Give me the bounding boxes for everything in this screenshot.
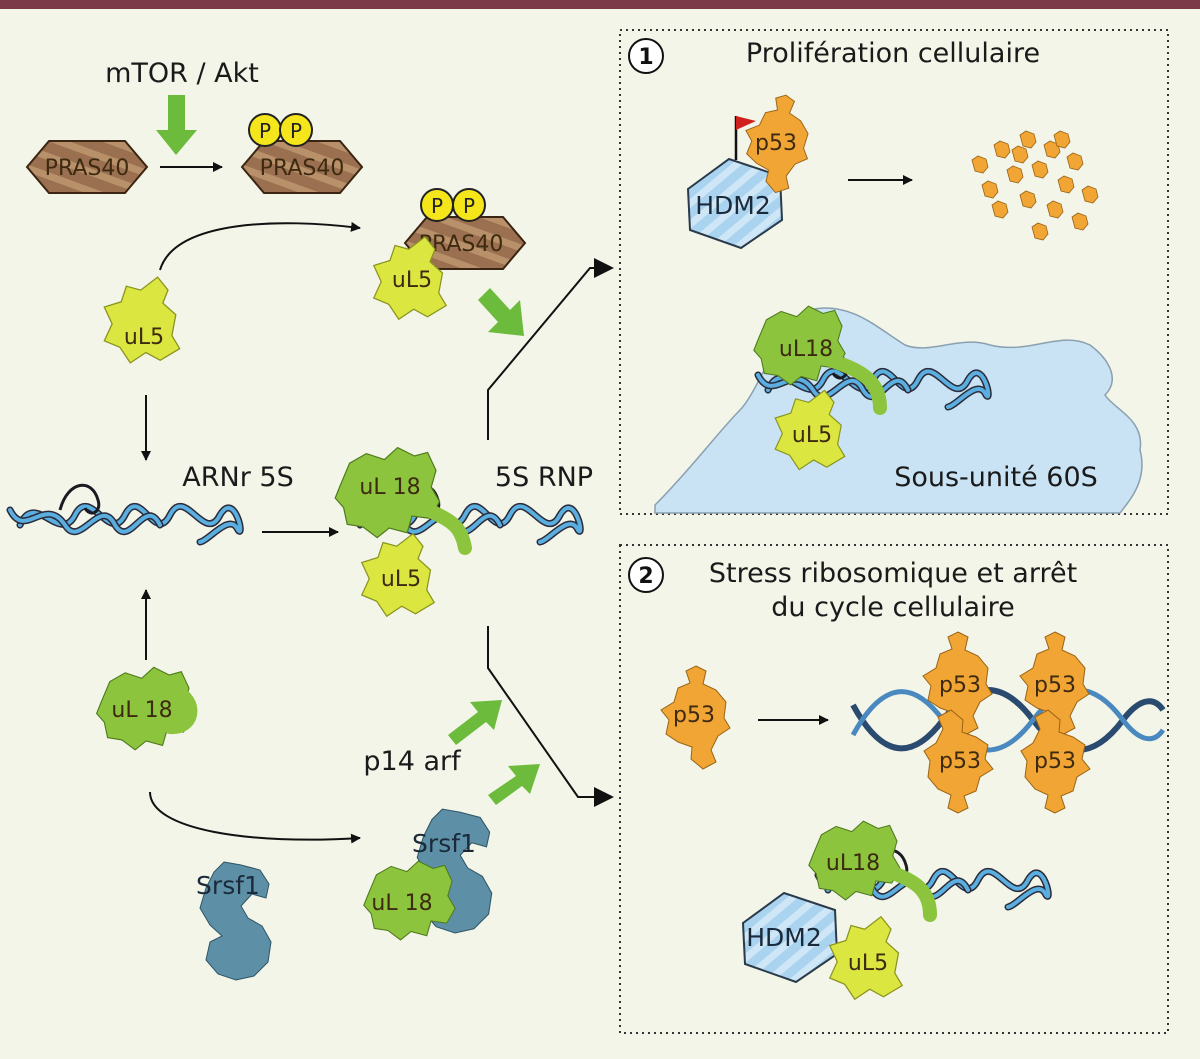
green-arrow-complex: [478, 288, 524, 336]
pras40-label: PRAS40: [45, 156, 130, 181]
p53-tetramer: [922, 631, 1091, 814]
panel-1-ul5-label: uL5: [792, 423, 832, 448]
panel-2-p53-free-label: p53: [673, 703, 715, 728]
panel-2-title-line2: du cycle cellulaire: [771, 592, 1014, 623]
p53-tetramer-label-3: p53: [939, 749, 981, 774]
green-arrow-p14-lower: [488, 764, 540, 805]
p53-tetramer-label-2: p53: [1034, 673, 1076, 698]
mtor-akt-label: mTOR / Akt: [105, 58, 259, 89]
phosphate-1: P: [248, 113, 282, 147]
complex-phosphate-2: P: [452, 188, 486, 222]
panel-2-number: 2: [638, 564, 653, 589]
p53-tetramer-label-4: p53: [1034, 749, 1076, 774]
rnp-ul5-label: uL5: [381, 567, 421, 592]
complex-ul18-label: uL 18: [371, 891, 432, 916]
arrow-ul5-to-complex: [159, 221, 361, 271]
rrna-5s: [10, 485, 240, 542]
panel-1-title: Prolifération cellulaire: [746, 38, 1040, 69]
panel-1-hdm2-label: HDM2: [695, 191, 771, 220]
pras40-phospho-label: PRAS40: [260, 156, 345, 181]
panel-2-hdm2-label: HDM2: [746, 923, 822, 952]
complex-phosphate-2-label: P: [463, 194, 475, 218]
phosphate-1-label: P: [259, 119, 271, 143]
phosphate-2-label: P: [290, 119, 302, 143]
ul5-free-label: uL5: [124, 325, 164, 350]
panel-2-ul5-label: uL5: [848, 951, 888, 976]
arrow-to-panel-2: [487, 626, 614, 807]
panel-2-title-line1: Stress ribosomique et arrêt: [709, 558, 1077, 589]
green-arrow-mtor: [156, 95, 197, 155]
panel-1-ul18-label: uL18: [779, 337, 833, 362]
panel-2-rnp: [808, 820, 1048, 1000]
p53-fragments: [971, 130, 1099, 241]
panel-1-rnp: [753, 305, 988, 471]
arrow-to-panel-1: [487, 258, 614, 440]
rrna-5s-label: ARNr 5S: [182, 462, 293, 493]
dna-helix: [853, 690, 1163, 750]
ul18-free-label: uL 18: [111, 698, 172, 723]
pras40-phospho-hexagon: PRAS40: [241, 140, 363, 194]
panel-1-number: 1: [638, 45, 653, 70]
panel-1-p53-label: p53: [755, 131, 797, 156]
arrow-to-srsf1-complex: [149, 791, 361, 844]
phosphate-2: P: [279, 113, 313, 147]
complex-phosphate-1: P: [420, 188, 454, 222]
panel-2-number-badge: [628, 557, 664, 593]
green-arrow-p14-upper: [448, 700, 502, 745]
rnp-ul18-label: uL 18: [359, 475, 420, 500]
complex-phosphate-1-label: P: [431, 194, 443, 218]
pras40-hexagon: PRAS40: [26, 140, 148, 194]
panel-2-ul18-label: uL18: [826, 851, 880, 876]
complex-ul5-label: uL5: [392, 268, 432, 293]
ubiquitin-flag-icon: [734, 116, 756, 160]
p53-tetramer-label-1: p53: [939, 673, 981, 698]
rnp-5s: [334, 447, 580, 617]
complex-srsf1-label: Srsf1: [412, 829, 476, 858]
rnp-5s-label: 5S RNP: [495, 462, 593, 493]
panel-2-box: [619, 544, 1169, 1034]
srsf1-free-label: Srsf1: [196, 871, 260, 900]
p14arf-label: p14 arf: [363, 746, 462, 777]
subunit-60s-label: Sous-unité 60S: [894, 462, 1098, 493]
panel-1-number-badge: [628, 38, 664, 74]
ul5-free: [103, 276, 181, 364]
pras40-ul5-complex: PRAS40 P P uL5: [373, 188, 526, 320]
top-bar: [0, 0, 1200, 9]
